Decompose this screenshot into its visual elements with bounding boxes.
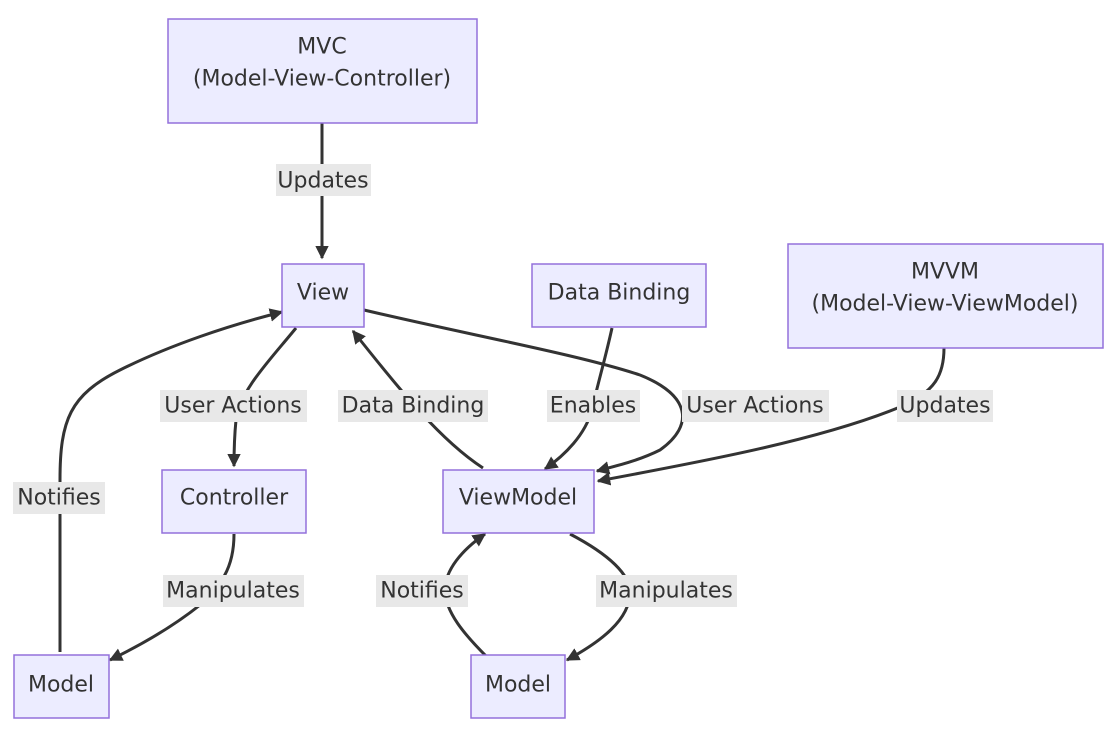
node-view-label: View bbox=[297, 281, 349, 306]
edge-label-view-user-actions-viewmodel: User Actions bbox=[682, 390, 829, 422]
edge-label-text: Notifies bbox=[380, 579, 464, 604]
edge-label-text: Updates bbox=[899, 394, 990, 419]
edge-label-text: Enables bbox=[550, 394, 636, 419]
edge-label-mvvm-updates: Updates bbox=[897, 390, 993, 422]
edge-view-to-viewmodel bbox=[363, 308, 685, 475]
node-model-mvc: Model bbox=[13, 654, 110, 719]
node-mvvm-title: MVVM bbox=[911, 260, 979, 285]
node-model-mvvm: Model bbox=[470, 654, 566, 719]
node-mvvm: MVVM (Model-View-ViewModel) bbox=[787, 243, 1104, 349]
edge-model-to-view bbox=[58, 308, 284, 652]
edge-label-text: Manipulates bbox=[599, 579, 733, 604]
node-data-binding-label: Data Binding bbox=[548, 281, 691, 306]
edge-label-text: Updates bbox=[277, 169, 368, 194]
edge-label-text: User Actions bbox=[686, 394, 824, 419]
node-model-mvc-label: Model bbox=[28, 673, 94, 698]
node-model-mvvm-label: Model bbox=[485, 673, 551, 698]
edge-label-text: Notifies bbox=[17, 486, 101, 511]
node-mvc-title: MVC bbox=[297, 35, 346, 60]
edge-label-text: Manipulates bbox=[166, 579, 300, 604]
edge-label-text: User Actions bbox=[164, 394, 302, 419]
node-mvc-subtitle: (Model-View-Controller) bbox=[193, 67, 451, 92]
edge-label-mvc-updates: Updates bbox=[276, 164, 371, 196]
edge-label-viewmodel-manipulates: Manipulates bbox=[596, 575, 737, 607]
edge-label-text: Data Binding bbox=[342, 394, 485, 419]
edge-label-enables: Enables bbox=[547, 390, 640, 422]
edge-label-view-user-actions-controller: User Actions bbox=[160, 390, 307, 422]
node-controller-label: Controller bbox=[180, 486, 289, 511]
node-data-binding: Data Binding bbox=[531, 263, 707, 328]
node-view: View bbox=[281, 263, 365, 328]
edge-mvvm-to-viewmodel bbox=[596, 347, 946, 486]
node-mvvm-subtitle: (Model-View-ViewModel) bbox=[812, 292, 1079, 317]
node-mvc: MVC (Model-View-Controller) bbox=[167, 18, 478, 124]
edge-label-controller-manipulates: Manipulates bbox=[163, 575, 304, 607]
edge-label-viewmodel-data-binding: Data Binding bbox=[338, 390, 488, 422]
edge-label-model-notifies-viewmodel: Notifies bbox=[376, 575, 468, 607]
node-viewmodel: ViewModel bbox=[442, 469, 595, 534]
node-controller: Controller bbox=[161, 469, 307, 534]
edge-label-model-notifies-view: Notifies bbox=[13, 482, 105, 514]
node-viewmodel-label: ViewModel bbox=[459, 486, 577, 511]
